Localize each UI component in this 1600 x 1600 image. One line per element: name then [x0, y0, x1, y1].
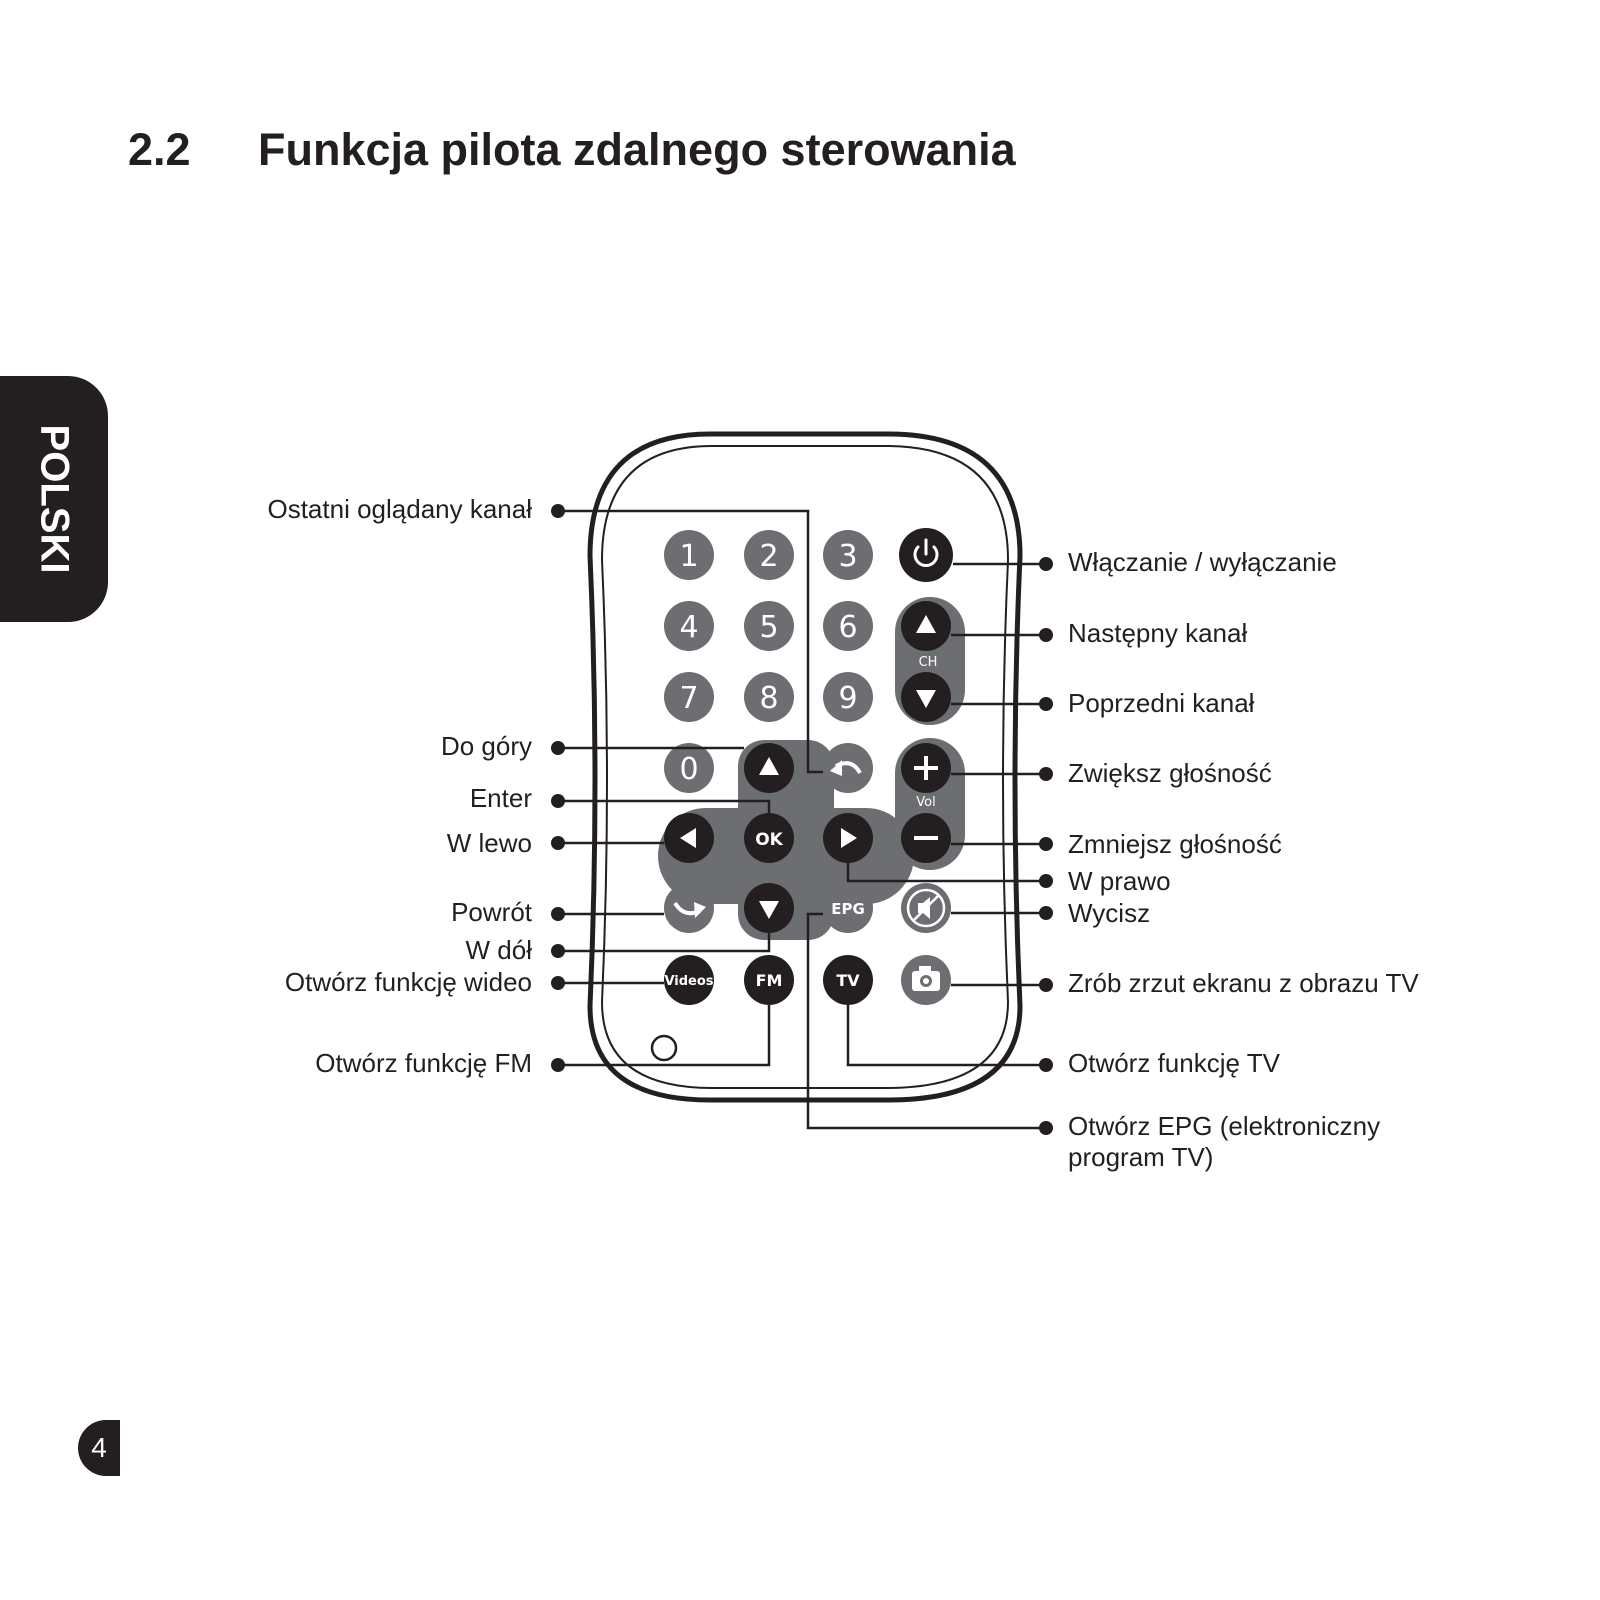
- ok-button[interactable]: OK: [744, 813, 794, 863]
- digit-label: 6: [838, 610, 857, 645]
- section-number: 2.2: [128, 124, 191, 175]
- digit-button-7[interactable]: 7: [664, 672, 714, 722]
- down-button[interactable]: [744, 883, 794, 933]
- snapshot-button[interactable]: [901, 955, 951, 1005]
- triangle-right-icon: [841, 828, 857, 848]
- label-snapshot: Zrób zrzut ekranu z obrazu TV: [1068, 968, 1419, 998]
- mute-button[interactable]: [901, 883, 951, 933]
- digit-button-5[interactable]: 5: [744, 601, 794, 651]
- volume-down-button[interactable]: [901, 813, 951, 863]
- triangle-down-icon: [759, 901, 779, 919]
- last-channel-button[interactable]: [823, 743, 873, 793]
- digit-label: 1: [679, 539, 698, 574]
- triangle-left-icon: [680, 828, 696, 848]
- label-videos: Otwórz funkcję wideo: [284, 967, 532, 997]
- label-fm: Otwórz funkcję FM: [315, 1048, 532, 1078]
- digit-button-6[interactable]: 6: [823, 601, 873, 651]
- epg-label: EPG: [831, 900, 865, 918]
- digit-button-8[interactable]: 8: [744, 672, 794, 722]
- left-button[interactable]: [664, 813, 714, 863]
- back-button[interactable]: [664, 883, 714, 933]
- label-tv: Otwórz funkcję TV: [1068, 1048, 1280, 1078]
- channel-up-button[interactable]: [901, 601, 951, 651]
- digit-button-2[interactable]: 2: [744, 530, 794, 580]
- ch-label: CH: [919, 655, 938, 670]
- label-enter: Enter: [469, 783, 532, 813]
- triangle-up-icon: [759, 757, 779, 775]
- camera-icon: [912, 966, 940, 991]
- vol-label: Vol: [916, 795, 935, 810]
- digit-button-4[interactable]: 4: [664, 601, 714, 651]
- callout-dots: [551, 504, 1053, 1135]
- label-power: Włączanie / wyłączanie: [1068, 547, 1337, 577]
- triangle-down-icon: [916, 690, 936, 708]
- label-vol-up: Zwiększ głośność: [1068, 758, 1272, 788]
- tv-label: TV: [836, 971, 860, 990]
- tv-button[interactable]: TV: [823, 955, 873, 1005]
- digit-button-3[interactable]: 3: [823, 530, 873, 580]
- digit-label: 4: [679, 610, 698, 645]
- remote-body-outer: [587, 431, 1023, 1103]
- page-number: 4: [78, 1420, 120, 1476]
- digit-label: 5: [759, 610, 778, 645]
- channel-down-button[interactable]: [901, 672, 951, 722]
- label-down: W dół: [465, 935, 532, 965]
- epg-button[interactable]: EPG: [823, 883, 873, 933]
- label-next-channel: Następny kanał: [1068, 618, 1248, 648]
- ir-sensor: [650, 1034, 678, 1062]
- label-epg-line2: program TV): [1068, 1142, 1214, 1173]
- ok-label: OK: [755, 830, 783, 850]
- volume-up-button[interactable]: [901, 743, 951, 793]
- back-arrow-icon: [673, 901, 706, 918]
- label-epg: Otwórz EPG (elektroniczny program TV): [1068, 1111, 1380, 1173]
- digit-label: 2: [759, 539, 778, 574]
- digit-button-9[interactable]: 9: [823, 672, 873, 722]
- right-button[interactable]: [823, 813, 873, 863]
- fm-button[interactable]: FM: [744, 955, 794, 1005]
- videos-button[interactable]: Videos: [664, 955, 714, 1005]
- videos-label: Videos: [664, 974, 713, 989]
- label-vol-down: Zmniejsz głośność: [1068, 829, 1282, 859]
- digit-label: 3: [838, 539, 857, 574]
- digit-button-0[interactable]: 0: [664, 743, 714, 793]
- mute-icon: [906, 888, 946, 928]
- language-tab: POLSKI: [0, 376, 108, 622]
- power-button[interactable]: [899, 528, 953, 582]
- label-up: Do góry: [440, 731, 532, 761]
- label-right: W prawo: [1068, 866, 1171, 896]
- plus-icon: [914, 756, 938, 780]
- remote-body-inner: [600, 445, 1010, 1089]
- triangle-up-icon: [916, 615, 936, 633]
- power-icon: [913, 538, 939, 567]
- digit-label: 8: [759, 681, 778, 716]
- digit-button-1[interactable]: 1: [664, 530, 714, 580]
- digit-label: 9: [838, 681, 857, 716]
- digit-label: 0: [679, 752, 698, 787]
- label-mute: Wycisz: [1068, 898, 1151, 928]
- callout-leaders: [558, 509, 1046, 1130]
- recall-arrow-icon: [830, 760, 862, 776]
- fm-label: FM: [756, 971, 783, 990]
- label-epg-line1: Otwórz EPG (elektroniczny: [1068, 1111, 1381, 1141]
- section-title: Funkcja pilota zdalnego sterowania: [258, 124, 1016, 175]
- label-left: W lewo: [446, 828, 532, 858]
- label-last-channel: Ostatni oglądany kanał: [267, 494, 532, 524]
- digit-label: 7: [679, 681, 698, 716]
- label-prev-channel: Poprzedni kanał: [1068, 688, 1255, 718]
- up-button[interactable]: [744, 743, 794, 793]
- label-back: Powrót: [451, 897, 532, 927]
